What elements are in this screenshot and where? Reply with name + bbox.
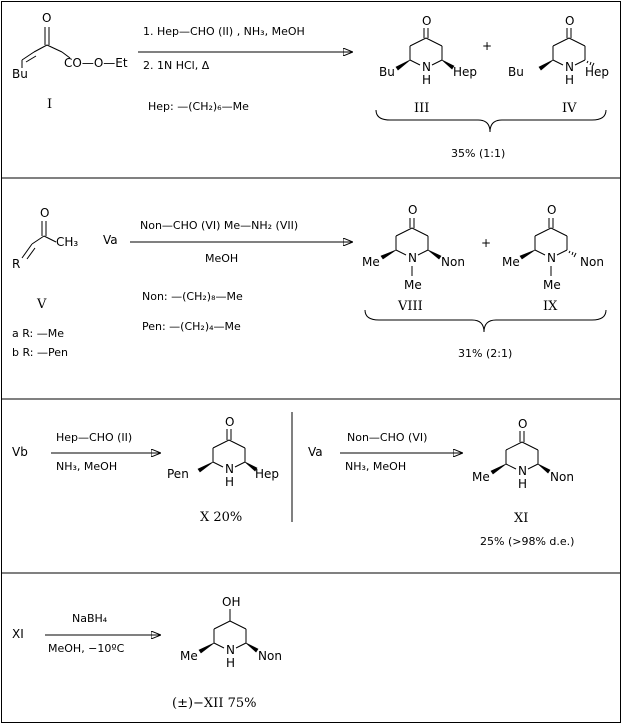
ester-group: CO—O—Et <box>64 56 128 70</box>
variant-b: b R: —Pen <box>12 346 68 359</box>
product-IV-label: IV <box>562 101 577 116</box>
svg-text:H: H <box>518 477 527 491</box>
svg-text:O: O <box>565 14 574 28</box>
plus-sign: + <box>482 39 492 53</box>
compound-V-label: V <box>36 297 47 312</box>
ketone-oxygen: O <box>42 11 51 25</box>
reaction-3: Vb Hep—CHO (II) NH₃, MeOH O N H Pen Hep … <box>12 415 279 525</box>
reagent-rxn5-bottom: MeOH, −10ºC <box>48 642 125 655</box>
svg-text:N: N <box>408 251 417 265</box>
svg-text:O: O <box>422 14 431 28</box>
product-XII-structure: OH N H Me Non <box>180 595 282 670</box>
svg-text:N: N <box>565 60 574 74</box>
svg-text:O: O <box>225 415 234 429</box>
svg-text:O: O <box>518 417 527 431</box>
compound-I-structure: O Bu CO—O—Et <box>12 11 128 81</box>
reagent-rxn3-top: Hep—CHO (II) <box>56 431 132 444</box>
reactant-Vb: Vb <box>12 445 28 459</box>
svg-text:H: H <box>225 475 234 489</box>
svg-text:Non: Non <box>580 255 604 269</box>
svg-text:Me: Me <box>543 278 561 292</box>
step1-conditions: 1. Hep—CHO (II) , NH₃, MeOH <box>143 25 305 38</box>
svg-text:N: N <box>226 643 235 657</box>
reaction-4: Va Non—CHO (VI) NH₃, MeOH O N H Me Non X… <box>308 417 574 548</box>
product-IV-structure: O N H Bu Hep <box>508 14 609 87</box>
solvent-rxn2: MeOH <box>205 252 238 265</box>
svg-text:Non: Non <box>441 255 465 269</box>
non-definition: Non: —(CH₂)₈—Me <box>142 290 243 303</box>
svg-text:Hep: Hep <box>255 467 279 481</box>
reagent-rxn3-bottom: NH₃, MeOH <box>56 460 117 473</box>
svg-text:Me: Me <box>180 649 198 663</box>
yield-rxn1: 35% (1:1) <box>451 147 505 160</box>
product-VIII-label: VIII <box>397 299 423 314</box>
reactant-XI: XI <box>12 627 24 641</box>
svg-text:Me: Me <box>362 255 380 269</box>
reagent-rxn4-top: Non—CHO (VI) <box>347 431 427 444</box>
reaction-2: O CH₃ R V a R: —Me b R: —Pen Va Non—CHO … <box>12 203 607 360</box>
svg-text:OH: OH <box>222 595 240 609</box>
svg-text:H: H <box>226 656 235 670</box>
product-X-caption: X 20% <box>200 510 242 525</box>
product-brace <box>375 109 607 133</box>
product-IX-structure: O N Me Me Non <box>502 203 604 292</box>
product-III-structure: O N H Bu Hep <box>379 14 477 87</box>
product-XII-caption: (±)−XII 75% <box>172 696 256 711</box>
hep-definition: Hep: —(CH₂)₆—Me <box>148 100 249 113</box>
reaction-1: O Bu CO—O—Et I 1. Hep—CHO (II) , NH₃, Me… <box>12 11 609 160</box>
plus-sign: + <box>481 236 491 250</box>
product-XI-label: XI <box>514 511 528 526</box>
reaction-5: XI NaBH₄ MeOH, −10ºC OH N H Me Non (±)−X… <box>12 595 282 711</box>
step2-conditions: 2. 1N HCl, Δ <box>143 59 210 72</box>
yield-rxn4: 25% (>98% d.e.) <box>480 535 574 548</box>
svg-text:Non: Non <box>550 470 574 484</box>
butyl-group: Bu <box>12 67 28 81</box>
reactant-Va-2: Va <box>308 445 323 459</box>
reactant-Va: Va <box>103 233 118 247</box>
svg-text:N: N <box>422 60 431 74</box>
svg-text:N: N <box>518 464 527 478</box>
svg-text:Me: Me <box>404 278 422 292</box>
svg-text:N: N <box>547 251 556 265</box>
svg-text:O: O <box>40 206 49 220</box>
svg-text:Pen: Pen <box>167 467 189 481</box>
compound-I-label: I <box>47 97 52 112</box>
svg-text:Hep: Hep <box>453 65 477 79</box>
svg-text:O: O <box>547 203 556 217</box>
pen-definition: Pen: —(CH₂)₄—Me <box>142 320 241 333</box>
svg-text:R: R <box>12 257 20 271</box>
svg-text:CH₃: CH₃ <box>56 235 78 249</box>
reagent-rxn5-top: NaBH₄ <box>72 612 108 625</box>
reagent-rxn4-bottom: NH₃, MeOH <box>345 460 406 473</box>
compound-V-structure: O CH₃ R <box>12 206 78 271</box>
svg-text:Me: Me <box>502 255 520 269</box>
svg-text:Bu: Bu <box>508 65 524 79</box>
svg-text:Me: Me <box>472 470 490 484</box>
svg-text:H: H <box>565 73 574 87</box>
product-III-label: III <box>414 101 429 116</box>
reagents-rxn2: Non—CHO (VI) Me—NH₂ (VII) <box>140 219 298 232</box>
product-VIII-structure: O N Me Me Non <box>362 203 465 292</box>
product-XI-structure: O N H Me Non <box>472 417 574 491</box>
svg-text:Hep: Hep <box>585 65 609 79</box>
svg-text:Non: Non <box>258 649 282 663</box>
svg-text:N: N <box>225 462 234 476</box>
product-IX-label: IX <box>543 299 558 314</box>
svg-text:Bu: Bu <box>379 65 395 79</box>
product-brace-2 <box>364 309 607 333</box>
variant-a: a R: —Me <box>12 327 64 340</box>
yield-rxn2: 31% (2:1) <box>458 347 512 360</box>
svg-text:H: H <box>422 73 431 87</box>
product-X-structure: O N H Pen Hep <box>167 415 279 489</box>
svg-text:O: O <box>408 203 417 217</box>
